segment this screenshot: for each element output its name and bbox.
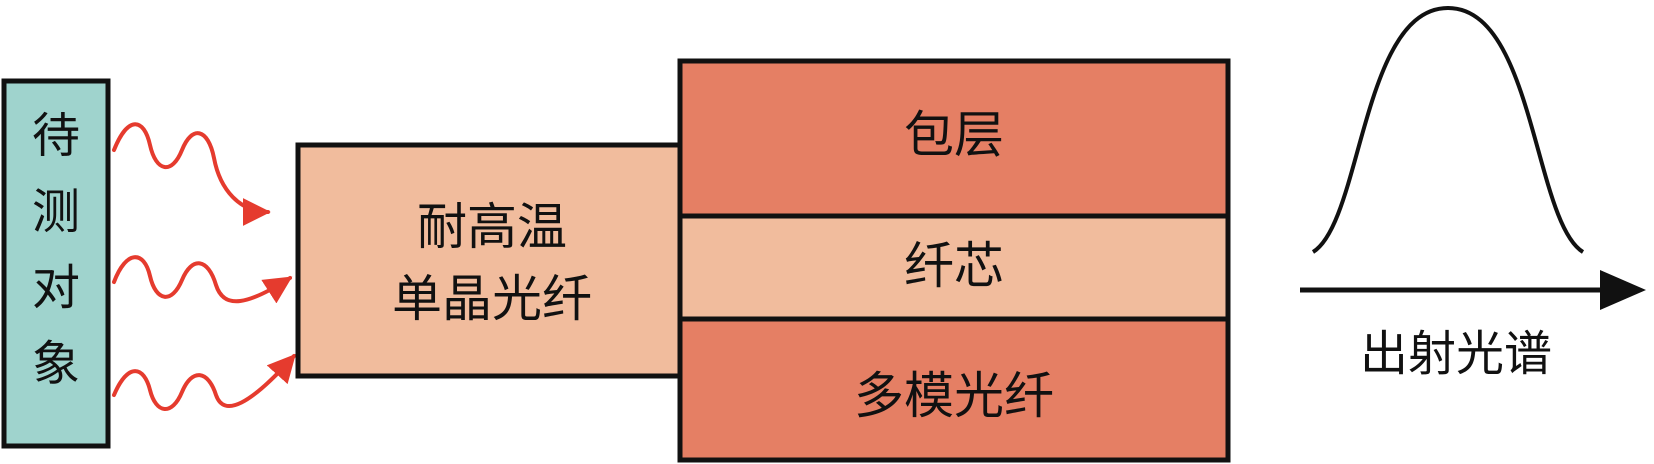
radiation-wave-3 bbox=[112, 353, 296, 411]
core-label: 纤芯 bbox=[904, 237, 1004, 295]
target-char-4: 象 bbox=[32, 336, 80, 392]
single-crystal-fiber-box bbox=[295, 142, 689, 379]
radiation-arrows bbox=[112, 122, 296, 411]
target-char-2: 测 bbox=[32, 184, 80, 240]
cladding-bottom bbox=[677, 316, 1231, 463]
single-crystal-fiber: 耐高温 单晶光纤 bbox=[295, 142, 689, 379]
output-spectrum-label: 出射光谱 bbox=[1360, 326, 1552, 382]
single-crystal-fiber-line2: 单晶光纤 bbox=[392, 270, 592, 328]
spectrum-curve bbox=[1311, 5, 1585, 254]
radiation-wave-1 bbox=[112, 122, 271, 226]
cladding-label: 包层 bbox=[904, 106, 1004, 164]
target-char-1: 待 bbox=[32, 108, 80, 164]
single-crystal-fiber-line1: 耐高温 bbox=[417, 198, 567, 256]
target-object: 待 测 对 象 bbox=[1, 78, 111, 449]
multimode-fiber: 包层 纤芯 多模光纤 bbox=[677, 58, 1231, 463]
target-box bbox=[1, 78, 111, 449]
output-spectrum: 出射光谱 bbox=[1300, 5, 1646, 382]
multimode-fiber-label: 多模光纤 bbox=[854, 367, 1054, 425]
cladding-top bbox=[677, 58, 1231, 219]
spectrum-axis-arrowhead bbox=[1600, 270, 1646, 310]
radiation-wave-2 bbox=[112, 255, 293, 304]
target-char-3: 对 bbox=[32, 260, 80, 316]
